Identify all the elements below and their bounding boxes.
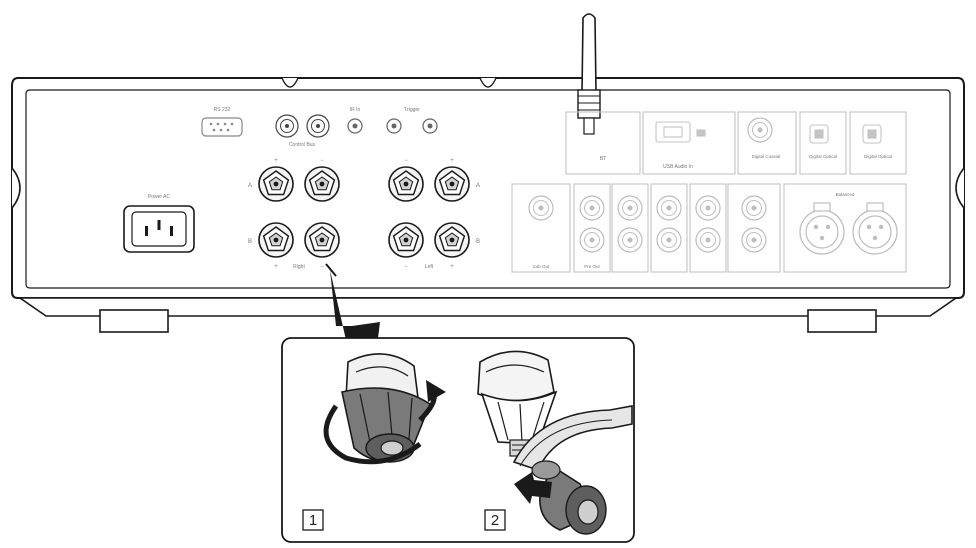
right-label: Right [293, 264, 305, 270]
plus-label-l-b: + [450, 264, 454, 270]
plus-label-r-a: + [274, 158, 278, 164]
pre-out-label: Pre Out [584, 264, 600, 269]
speaker-post-right-a-plus [258, 166, 294, 202]
usb-audio-in-label: USB Audio In [663, 164, 693, 170]
bt-label: BT [600, 156, 606, 162]
speaker-post-left-b-minus [388, 222, 424, 258]
callout-pointer [325, 263, 380, 340]
speaker-post-left-a-plus [434, 166, 470, 202]
speaker-post-left-a-minus [388, 166, 424, 202]
rs232-label: RS 232 [214, 107, 231, 113]
trigger-label: Trigger [404, 107, 420, 113]
speakers-b-label-right: B [248, 239, 252, 245]
digital-coaxial-label: Digital Coaxial [752, 154, 781, 159]
minus-label-l-a: − [404, 158, 408, 164]
push-arrow-icon [514, 472, 552, 504]
minus-label-l-b: − [404, 264, 408, 270]
speaker-wire [512, 405, 633, 471]
plus-label-r-b: + [274, 264, 278, 270]
power-ac-label: Power AC [148, 194, 171, 200]
minus-label-r-b: − [320, 264, 324, 270]
rotate-arrow-icon [323, 380, 446, 465]
control-bus-label: Control Bus [289, 142, 316, 148]
sub-out-label: Sub Out [533, 264, 550, 269]
speakers-a-label-left: A [476, 183, 480, 189]
step-2-number: 2 [491, 512, 499, 529]
speaker-post-left-b-plus [434, 222, 470, 258]
rs232-port [201, 117, 243, 137]
balanced-xlr-inputs [799, 202, 898, 255]
speaker-post-right-b-plus [258, 222, 294, 258]
step-1-number: 1 [309, 512, 317, 529]
left-label: Left [425, 264, 434, 270]
antenna-icon [577, 13, 601, 135]
digital-optical-2-label: Digital Optical [864, 154, 892, 159]
step-2-marker: 2 [484, 509, 506, 531]
right-connector-area [511, 111, 907, 273]
plus-label-l-a: + [450, 158, 454, 164]
ir-in-label: IR In [350, 107, 361, 113]
trigger-jacks [386, 118, 438, 134]
left-foot [99, 309, 169, 333]
power-ac-socket [123, 205, 195, 253]
ir-in-jack [347, 118, 363, 134]
speaker-post-right-a-minus [304, 166, 340, 202]
step-1-marker: 1 [302, 509, 324, 531]
balanced-label: Balanced [836, 192, 855, 197]
speakers-b-label-left: B [476, 239, 480, 245]
right-foot [807, 309, 877, 333]
inset-detail-box: 1 2 [281, 337, 635, 543]
speakers-a-label-right: A [248, 183, 252, 189]
minus-label-r-a: − [320, 158, 324, 164]
speaker-post-right-b-minus [304, 222, 340, 258]
digital-optical-1-label: Digital Optical [809, 154, 837, 159]
step1-binding-post [341, 353, 431, 463]
